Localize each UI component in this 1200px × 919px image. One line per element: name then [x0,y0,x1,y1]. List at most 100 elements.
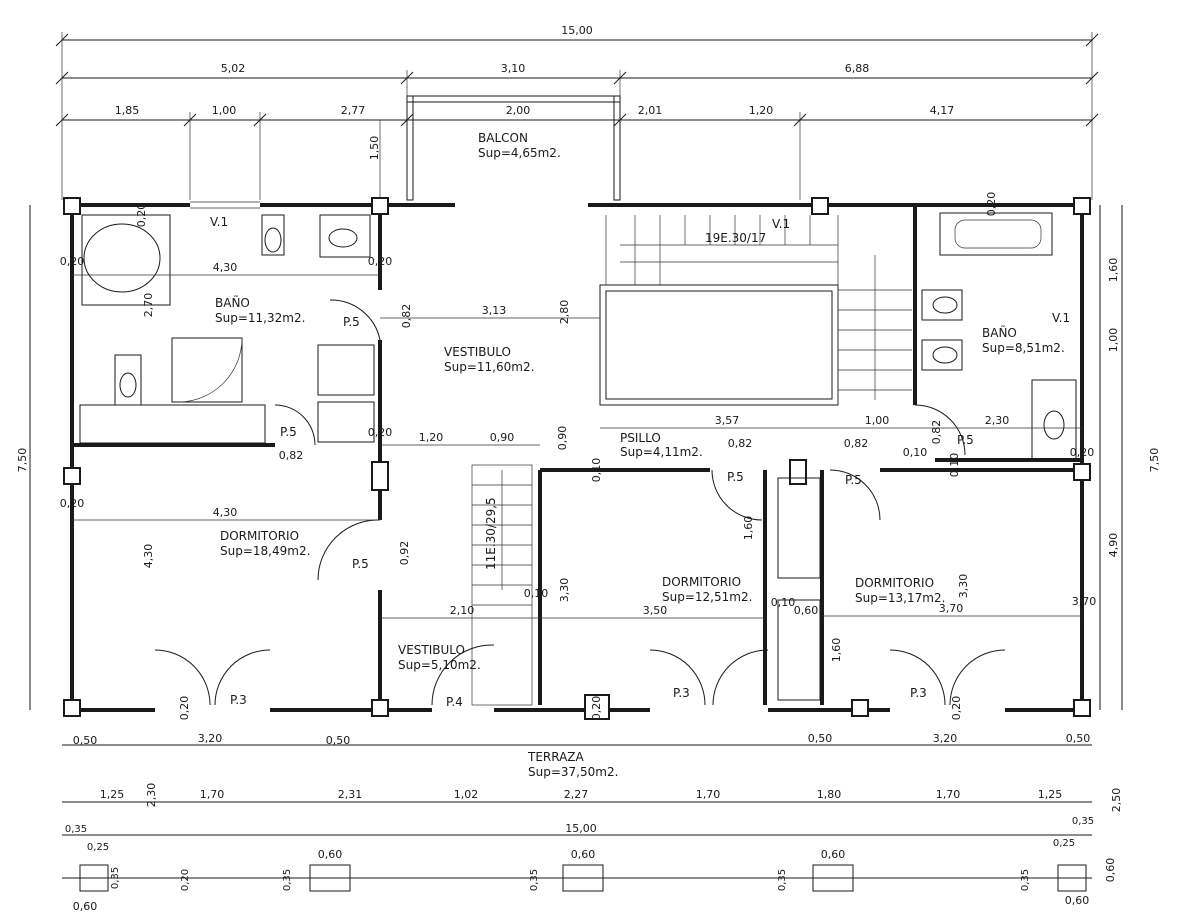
dim-label: 0,20 [180,869,191,891]
dim-label: 2,80 [558,300,571,325]
dim-overall-bottom: 15,00 [565,822,597,835]
bottom-dimensions: 0,50 3,20 0,50 0,50 3,20 0,50 1,25 1,70 … [62,732,1123,913]
dim-label: 2,31 [338,788,363,801]
door-tag: P.5 [727,470,744,484]
door-tag: P.5 [352,557,369,571]
dim-label: 0,35 [529,869,540,891]
room-name-dorm3: DORMITORIO [855,576,934,590]
tags: P.5 P.5 P.5 P.5 P.5 P.5 P.3 P.3 P.3 P.4 … [210,215,1070,709]
dim-top-row3: 2,00 [506,104,531,117]
dim-left-height: 7,50 [16,448,29,473]
dim-top-row3: 1,20 [749,104,774,117]
dim-label: 0,82 [400,304,413,329]
top-dimension-lines: 15,00 5,02 3,10 6,88 1,85 1,00 2,77 2,00… [55,24,1099,200]
dim-label: 0,60 [1065,894,1090,907]
dim-label: 0,25 [87,842,109,853]
room-name-bano1: BAÑO [215,295,250,310]
dim-label: 3,20 [933,732,958,745]
dim-label: 0,35 [1020,869,1031,891]
dim-label: 0,60 [1104,858,1117,883]
dim-label: 3,20 [198,732,223,745]
footing [1057,864,1087,892]
dim-label: 0,50 [808,732,833,745]
dim-balcony-depth: 1,50 [368,136,381,161]
room-area-terraza: Sup=37,50m2. [528,765,618,779]
room-area-vestibulo2: Sup=5,10m2. [398,658,481,672]
toilet [921,289,963,321]
side-dimensions: 7,50 7,50 1,60 1,00 4,90 [16,205,1161,710]
dim-top-row2: 5,02 [221,62,246,75]
staircase-upper [605,215,912,405]
dim-label: 3,30 [957,574,970,599]
door-swings [154,299,1006,706]
dim-label: 0,82 [728,437,753,450]
dim-label: 0,20 [1070,446,1095,459]
dim-label: 1,25 [100,788,125,801]
dim-label: 0,35 [777,869,788,891]
dim-label: 0,82 [930,420,943,445]
dim-label: 2,10 [450,604,475,617]
dim-right-height: 7,50 [1148,448,1161,473]
room-name-bano2: BAÑO [982,325,1017,340]
column [63,197,81,215]
footing [79,864,109,892]
wardrobe [317,401,375,443]
footing [309,864,351,892]
dim-label: 0,20 [368,426,393,439]
dim-label: 4,30 [213,506,238,519]
dim-label: 0,50 [73,734,98,747]
dim-label: 2,30 [985,414,1010,427]
dim-label: 1,70 [936,788,961,801]
fixtures [79,212,1077,706]
dim-top-row3: 1,85 [115,104,140,117]
wardrobe [317,344,375,396]
dim-label: 0,10 [590,458,603,483]
dim-top-row3: 4,17 [930,104,955,117]
dim-label: 0,50 [326,734,351,747]
room-area-bano1: Sup=11,32m2. [215,311,305,325]
walls [70,201,1084,712]
door-tag: P.3 [910,686,927,700]
bathtub-basin [83,223,161,293]
door-tag: P.3 [230,693,247,707]
dim-label: 0,20 [60,255,85,268]
column [811,197,829,215]
dim-top-row3: 1,00 [212,104,237,117]
column [63,699,81,717]
column [1073,197,1091,215]
dim-label: 0,60 [821,848,846,861]
room-name-terraza: TERRAZA [527,750,585,764]
room-area-dorm3: Sup=13,17m2. [855,591,945,605]
room-labels: BALCON Sup=4,65m2. BAÑO Sup=11,32m2. VES… [215,131,1065,779]
dim-top-row2: 6,88 [845,62,870,75]
bathtub-corner [81,214,171,306]
window-tag: V.1 [210,215,228,229]
dim-right-inner: 1,60 [1107,258,1120,283]
room-name-pasillo: PSILLO [620,431,661,445]
door-tag: P.3 [673,686,690,700]
stair-tag: 19E.30/17 [705,231,766,245]
door-tag: P.5 [845,473,862,487]
dim-top-row3: 2,77 [341,104,366,117]
dim-label: 0,90 [490,431,515,444]
room-area-vestibulo1: Sup=11,60m2. [444,360,534,374]
column [789,459,807,485]
dim-label: 0,60 [794,604,819,617]
room-name-vestibulo2: VESTIBULO [398,643,465,657]
dim-overall-top: 15,00 [561,24,593,37]
balcony: 1,50 [368,95,621,201]
dim-label: 0,20 [60,497,85,510]
dim-right-inner: 4,90 [1107,533,1120,558]
dim-label: 0,90 [556,426,569,451]
dim-label: 0,35 [110,867,121,889]
room-area-dorm1: Sup=18,49m2. [220,544,310,558]
dim-label: 0,35 [1072,816,1094,827]
dim-label: 1,25 [1038,788,1063,801]
window-tag: V.1 [1052,311,1070,325]
column [584,694,610,720]
dim-label: 0,10 [771,596,796,609]
sink [319,214,371,258]
shower-tray [171,337,243,403]
column [371,461,389,491]
